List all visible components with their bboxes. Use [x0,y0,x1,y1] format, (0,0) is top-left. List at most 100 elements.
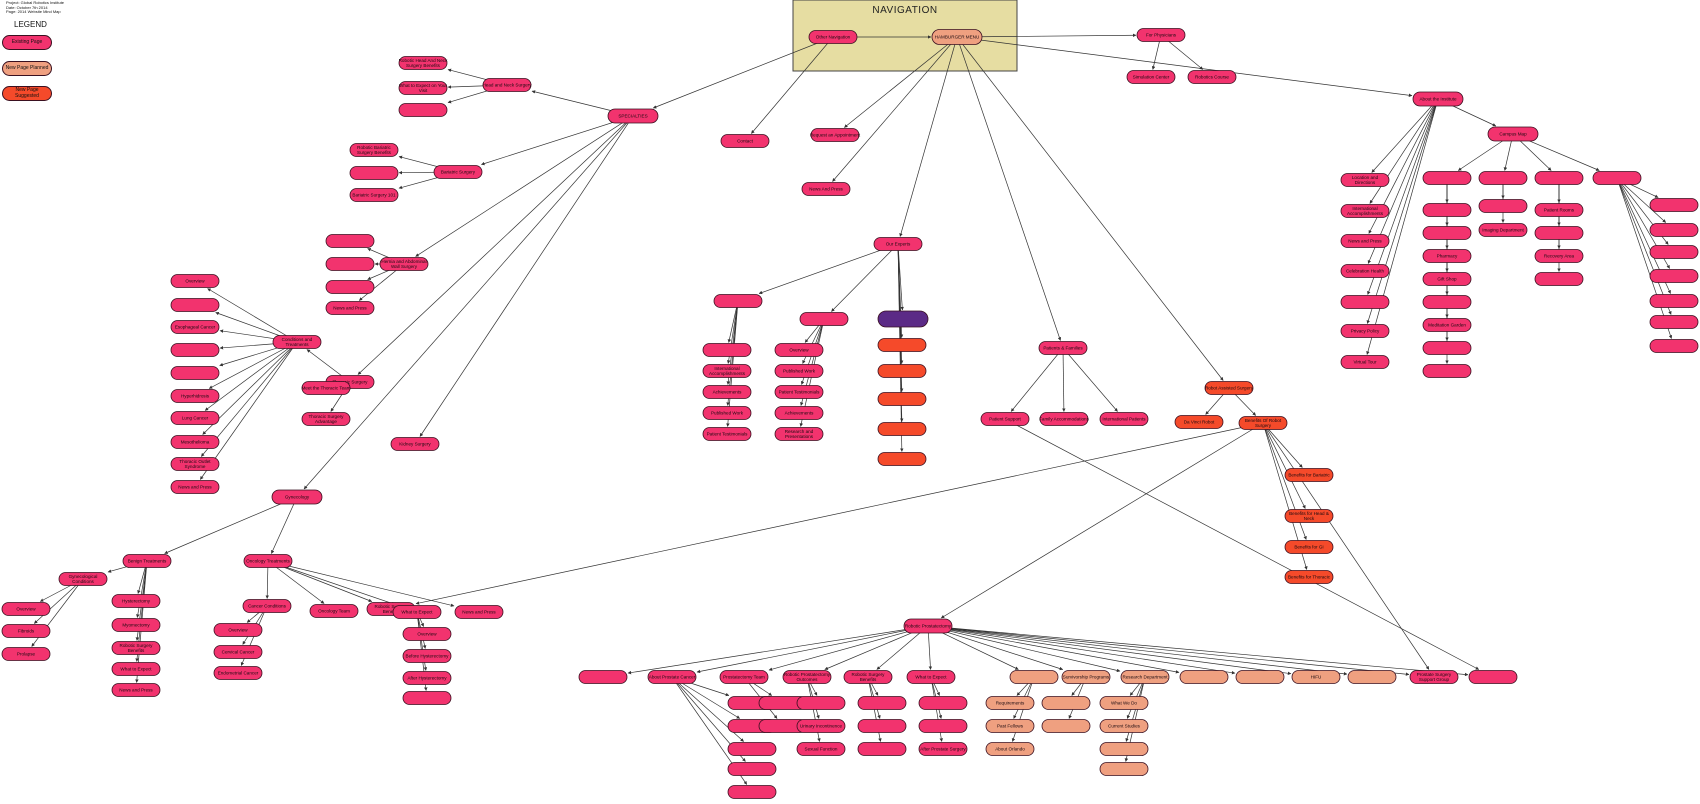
node-shape-ch3d [1534,272,1584,286]
node-a4: Celebration Health [1340,264,1390,278]
node-r12: HIFU [1291,670,1341,684]
node-shape-her3 [325,280,375,294]
node-label-spec: SPECIALTIES [618,114,647,119]
node-shape-dr3 [877,310,929,328]
node-gyn: Gynecology [271,489,323,505]
node-r2c [727,742,777,756]
edge-onc-to-owte [267,560,396,606]
node-shape-cond [272,335,322,349]
node-r9b: Current Studies [1099,719,1149,733]
node-shape-ch4a [1649,198,1699,212]
node-bent: Benefits for Thoracic [1284,570,1334,584]
node-shape-ch1g [1422,341,1472,355]
node-shape-p3 [702,385,752,399]
node-cc2: Cervical Cancer [213,645,263,659]
node-label-q4: Achievements [785,411,815,416]
node-b1: Hysterectomy [111,594,161,608]
edge-spec-to-bar [481,115,634,166]
node-label-bar: Bariatric Surgery [441,170,476,175]
node-shape-c6 [170,411,220,425]
node-camp: Campus Map [1487,126,1539,142]
node-r2e [727,785,777,799]
edge-ham-to-about [956,36,1413,97]
node-shape-r9d [1099,762,1149,776]
node-ch1c: Pharmacy [1422,249,1472,263]
node-spec: SPECIALTIES [607,108,659,124]
edge-ham-to-reqapp [844,36,958,128]
node-shape-dr5 [877,364,927,378]
node-patfam: Patients & Families [1038,341,1088,355]
node-label-c9: News and Press [178,485,212,490]
node-label-a7: Virtual Tour [1353,360,1377,365]
node-label-r7c: About Orlando [995,747,1025,752]
node-label-c6: Lung Cancer [182,416,209,421]
edge-ch4-to-ch4f [1616,177,1672,315]
node-p3: Achievements [702,385,752,399]
edge-about-to-a7 [1366,98,1439,355]
edge-onc-to-oteam [267,560,325,604]
node-shape-c2 [170,320,220,334]
node-label-patfam: Patients & Families [1043,346,1083,351]
node-shape-ham [931,29,983,45]
edge-rp-to-r14 [927,625,1410,676]
node-r8b [1041,719,1091,733]
node-about: About the Institute [1412,91,1464,107]
node-label-r9a: What We Do [1111,701,1137,706]
node-label-p3: Achievements [713,390,743,395]
node-label-oteam: Oncology Team [318,609,350,614]
node-ch1h [1422,364,1472,378]
node-c0: Overview [170,274,220,288]
node-r9: Research Department [1120,670,1170,684]
edge-gcond-to-g2 [33,578,84,624]
node-shape-bar2 [349,166,399,180]
edge-experts-to-dr2 [831,243,899,312]
node-a6: Privacy Policy [1340,324,1390,338]
node-shape-a2 [1340,204,1390,218]
node-shape-r9a [1099,696,1149,710]
node-ch2a [1478,199,1528,213]
node-a5 [1340,295,1390,309]
node-phys: For Physicians [1136,28,1186,42]
node-shape-r5b [857,719,907,733]
node-shape-c0 [170,274,220,288]
node-shape-simc [1126,70,1176,84]
node-shape-q5 [774,427,824,441]
node-patel [713,294,763,308]
node-shape-b1 [111,594,161,608]
edge-benrob-to-benh [1262,422,1306,509]
node-label-r2: About Prostate Cancer [649,675,696,680]
node-shape-r2 [647,670,697,684]
node-p1 [702,343,752,357]
node-shape-bar1 [349,143,399,157]
node-label-r6: What to Expect [915,675,947,680]
node-ch4e [1649,294,1699,308]
node-dr6 [877,392,927,406]
node-label-cc2: Cervical Cancer [222,650,255,655]
node-shape-ch1b [1422,226,1472,240]
node-ch3 [1534,171,1584,185]
node-r5a [857,696,907,710]
node-shape-camp [1487,126,1539,142]
node-label-b2: Myomectomy [122,623,150,628]
node-r9d [1099,762,1149,776]
node-shape-c3 [170,343,220,357]
node-shape-ch1a [1422,203,1472,217]
node-cc3: Endometrial Cancer [213,666,263,680]
node-label-ras: Robot Assisted Surgery [1205,386,1254,391]
node-label-rp: Robotic Prostatectomy [905,624,952,629]
node-w1: Overview [402,627,452,641]
node-shape-q1 [774,343,824,357]
project-line: Project: Global Robotics Institute [6,0,65,5]
node-shape-r9b [1099,719,1149,733]
node-shape-q3 [774,385,824,399]
node-shape-p4 [702,406,752,420]
